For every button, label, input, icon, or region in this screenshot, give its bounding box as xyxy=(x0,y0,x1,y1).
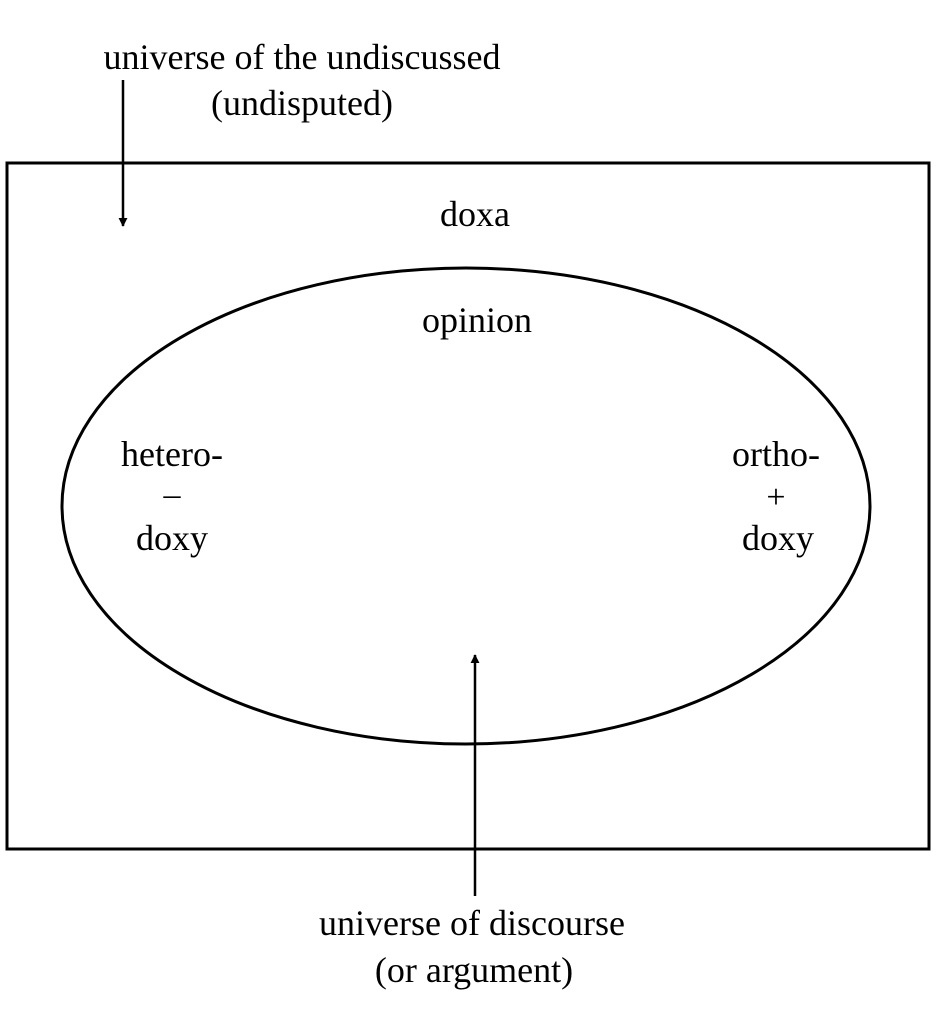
undiscussed-box xyxy=(5,161,931,851)
undiscussed-label-line2: (undisputed) xyxy=(211,83,393,123)
discourse-label-line1: universe of discourse xyxy=(319,903,625,943)
heterodoxy-prefix: hetero- xyxy=(121,434,223,474)
discourse-label-line2: (or argument) xyxy=(375,950,573,990)
orthodoxy-suffix: doxy xyxy=(742,518,814,558)
heterodoxy-sign: – xyxy=(163,476,182,513)
undiscussed-label-line1: universe of the undiscussed xyxy=(104,37,501,77)
orthodoxy-prefix: ortho- xyxy=(732,434,820,474)
discourse-ellipse xyxy=(60,266,872,746)
heterodoxy-suffix: doxy xyxy=(136,518,208,558)
doxa-label: doxa xyxy=(440,194,510,234)
orthodoxy-sign: + xyxy=(766,479,785,516)
opinion-label: opinion xyxy=(422,300,532,340)
